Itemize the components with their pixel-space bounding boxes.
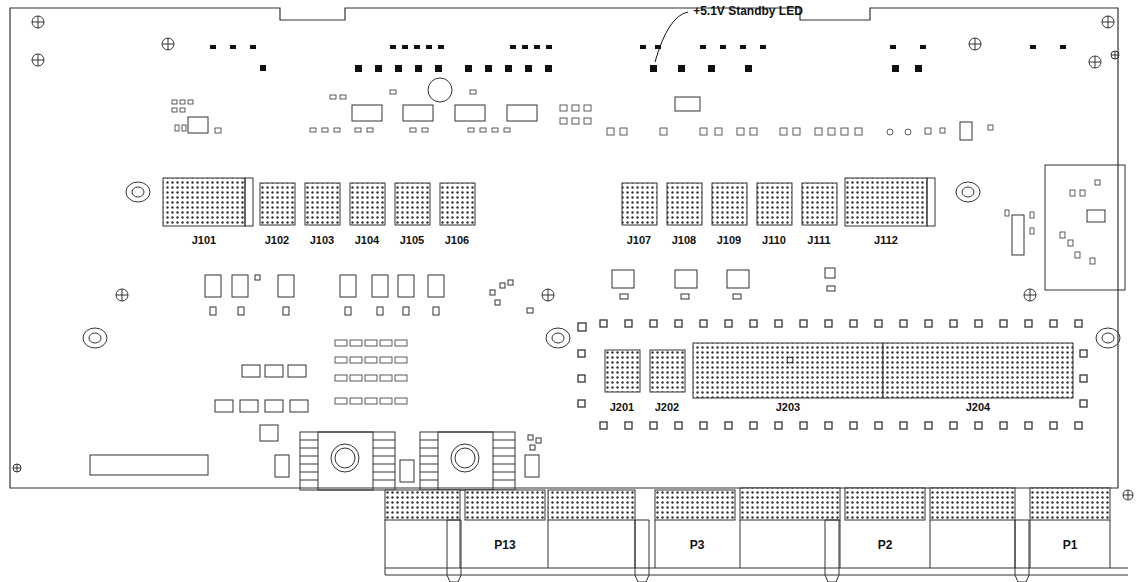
connector-label: J101 <box>192 234 216 246</box>
connector-label: J201 <box>610 401 634 413</box>
connector-label: P3 <box>688 539 707 552</box>
connector-label: J104 <box>355 234 379 246</box>
connector-label: J102 <box>265 234 289 246</box>
connector-label: P2 <box>876 539 895 552</box>
connector-label: J105 <box>400 234 424 246</box>
connector-label: J111 <box>807 234 830 246</box>
connector-label: J107 <box>627 234 651 246</box>
connector-label: J110 <box>762 234 786 246</box>
callout-text: +5.1V Standby LED <box>693 5 803 18</box>
connector-label: J203 <box>776 401 800 413</box>
connector-label: J106 <box>445 234 469 246</box>
connector-label: P13 <box>492 539 517 552</box>
connector-label: J103 <box>310 234 334 246</box>
connector-label: J108 <box>672 234 696 246</box>
connector-label: J112 <box>874 234 898 246</box>
connector-label: J109 <box>717 234 741 246</box>
connector-label: J202 <box>655 401 679 413</box>
connector-label: P1 <box>1061 539 1080 552</box>
connector-label: J204 <box>966 401 990 413</box>
